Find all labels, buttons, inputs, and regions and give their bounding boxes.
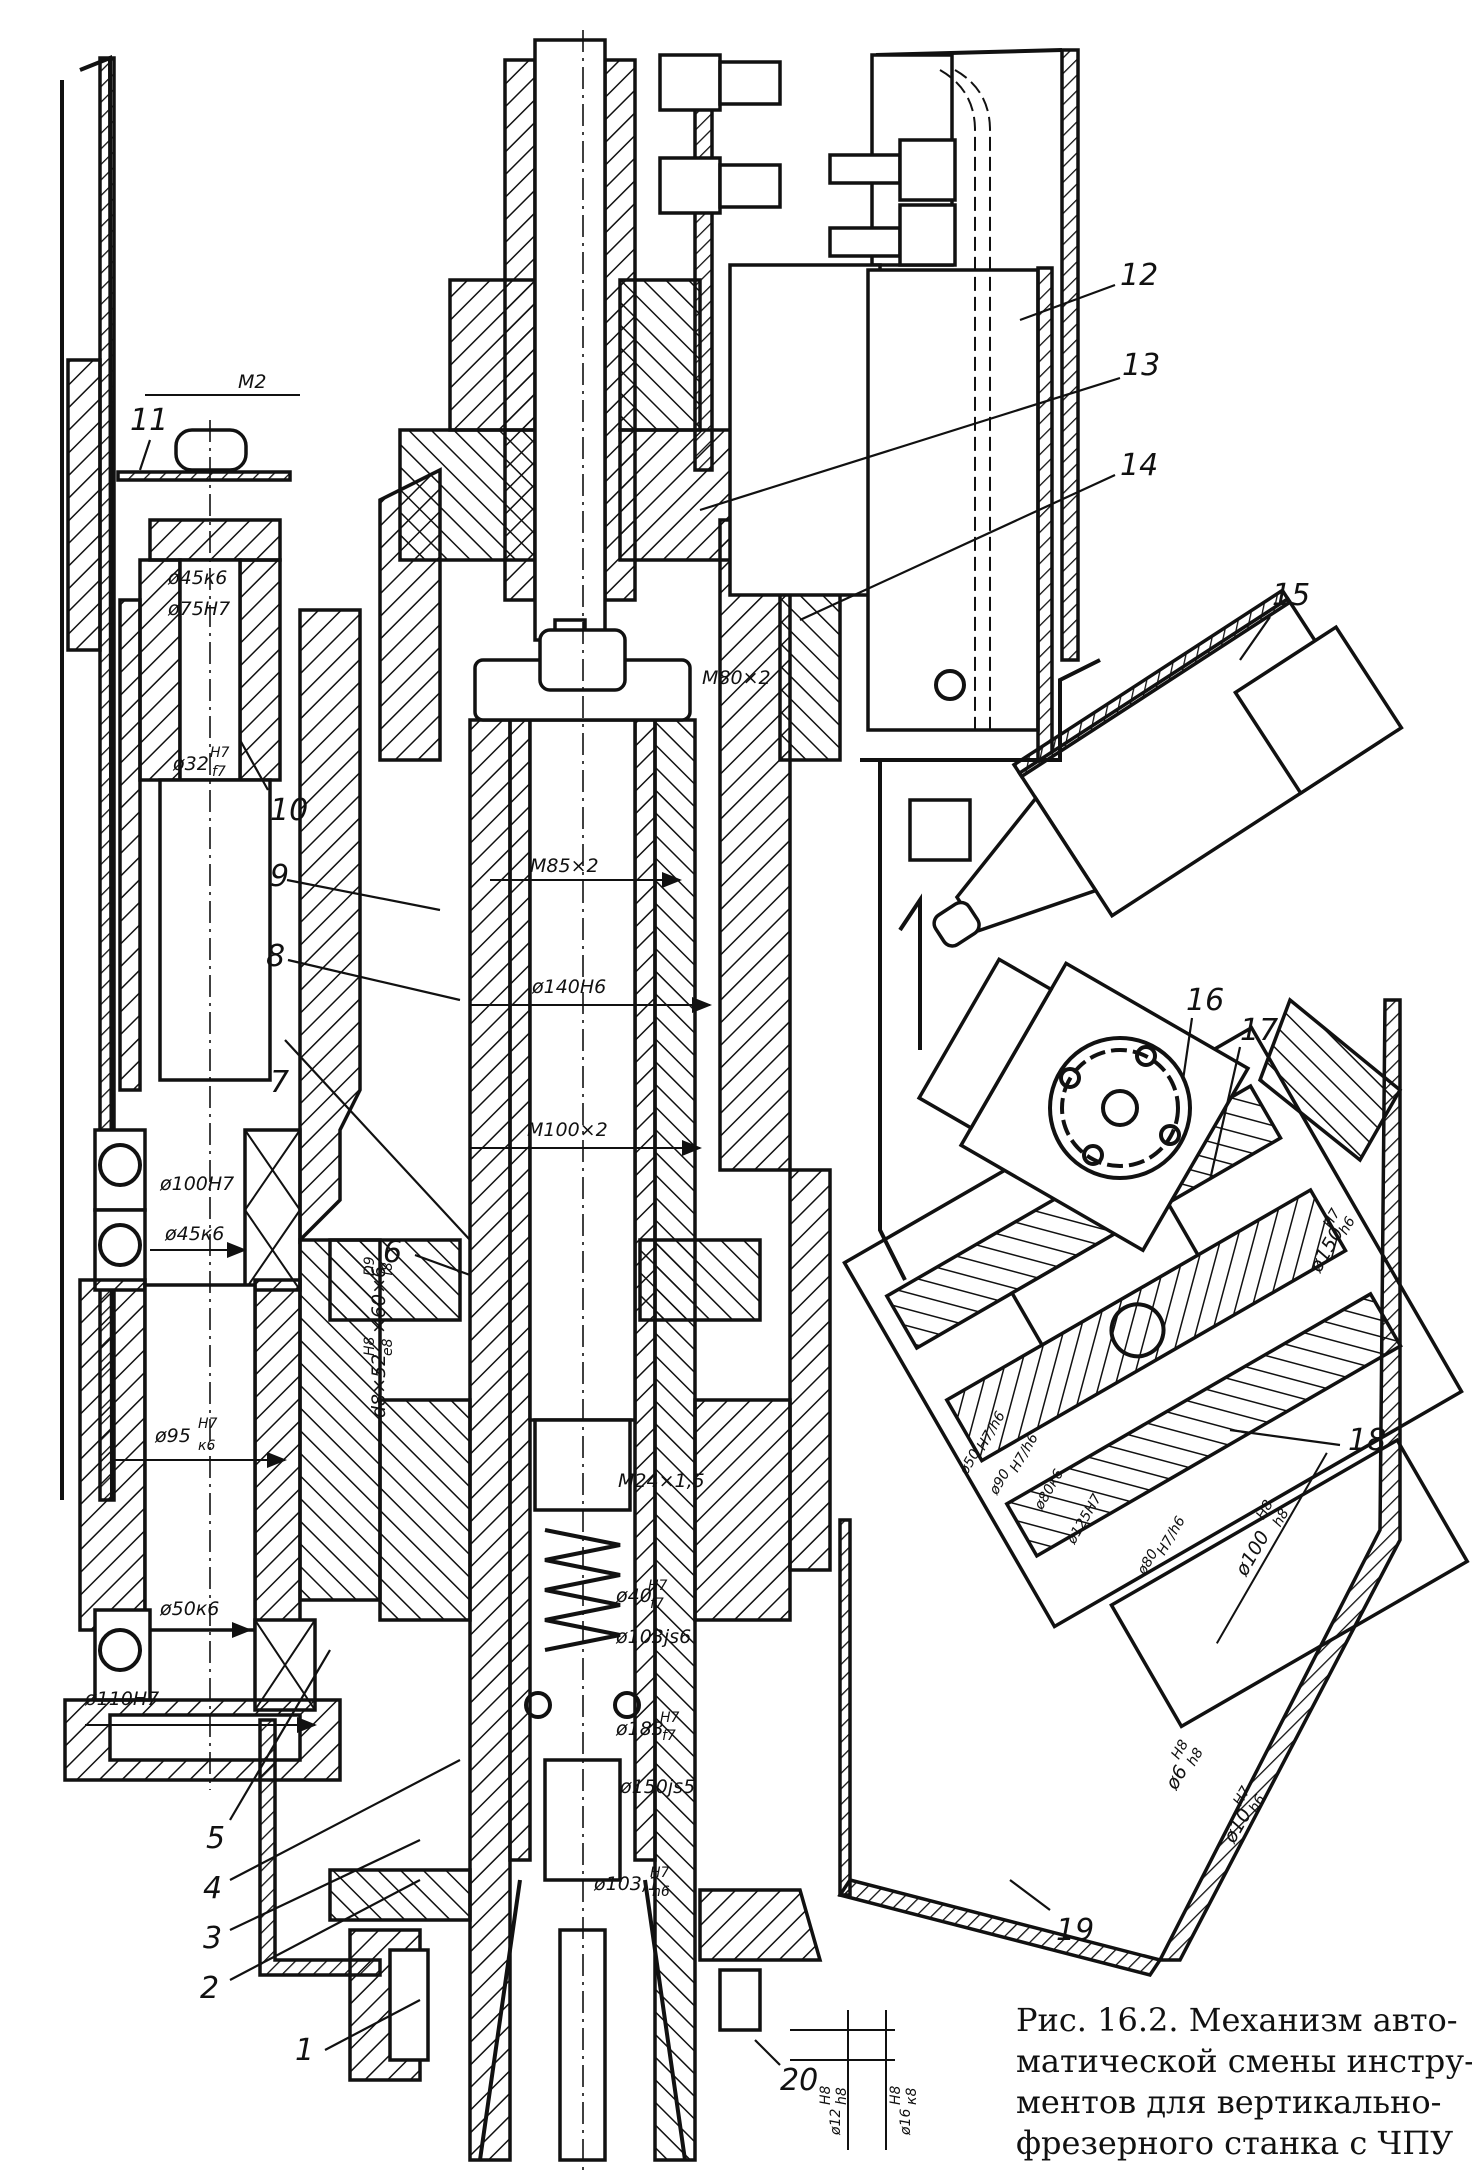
svg-text:f7: f7 <box>650 1596 664 1612</box>
motor-flange <box>1048 1036 1192 1180</box>
dim-m85x2: M85×2 <box>530 855 599 877</box>
dim-d183: ø183 H7 f7 <box>615 1710 680 1744</box>
svg-text:ø16: ø16 <box>898 2109 914 2136</box>
callout-11: 11 <box>130 403 168 438</box>
svg-text:ø103,1: ø103,1 <box>593 1873 660 1895</box>
svg-text:f7: f7 <box>662 1728 676 1744</box>
callout-13: 13 <box>1122 348 1160 383</box>
callout-19: 19 <box>1056 1913 1094 1948</box>
callout-17: 17 <box>1240 1013 1278 1048</box>
callout-18: 18 <box>1348 1423 1386 1458</box>
callout-7: 7 <box>270 1065 289 1100</box>
svg-text:D9: D9 <box>362 1256 378 1276</box>
dim-d95: ø95 H7 к6 <box>110 1416 287 1468</box>
tool-holder <box>932 588 1404 948</box>
caption-line-2: матической смены инстру- <box>1016 2042 1472 2080</box>
svg-text:h8: h8 <box>834 2087 850 2105</box>
callout-4: 4 <box>203 1871 222 1906</box>
dim-d12: ø12 H8 h8 <box>818 2085 850 2136</box>
svg-text:H8: H8 <box>818 2085 834 2105</box>
callout-16: 16 <box>1186 983 1224 1018</box>
svg-text:к6: к6 <box>198 1438 215 1454</box>
callout-6: 6 <box>383 1235 402 1270</box>
limit-switch-lower <box>658 156 782 215</box>
limit-switch-upper <box>658 53 782 112</box>
svg-text:f8: f8 <box>380 1262 396 1276</box>
tool-changer-arm <box>842 1025 1470 1729</box>
dim-d32: ø32 H7 f7 <box>172 745 230 780</box>
svg-text:H7: H7 <box>660 1710 680 1726</box>
svg-text:H7: H7 <box>210 745 230 761</box>
dimension-m2: M2 <box>145 371 300 396</box>
svg-text:h8: h8 <box>1184 1745 1207 1768</box>
callout-14: 14 <box>1120 448 1158 483</box>
dim-d100h7: ø100H7 <box>159 1173 234 1195</box>
dim-d50k6: ø50к6 <box>159 1598 219 1620</box>
bracket <box>860 658 1403 1281</box>
svg-text:×60×6: ×60×6 <box>368 1266 390 1334</box>
dim-d103js6: ø103js6 <box>615 1626 691 1648</box>
callout-20: 20 <box>780 2063 818 2098</box>
svg-text:H7: H7 <box>198 1416 218 1432</box>
dim-m100x2: M100×2 <box>527 1119 608 1141</box>
callout-9: 9 <box>270 859 289 894</box>
svg-text:d8×52: d8×52 <box>368 1354 390 1418</box>
dim-d40: ø40 H7 f7 <box>615 1578 668 1612</box>
figure-caption: Рис. 16.2. Механизм авто- матической сме… <box>1016 2000 1472 2164</box>
leader-lines <box>138 283 1341 2066</box>
motor-housing <box>728 48 1080 862</box>
bottom-flange <box>258 1718 823 2082</box>
svg-text:f7: f7 <box>212 764 226 780</box>
dim-d45k6-top: ø45к6 <box>167 567 227 589</box>
dim-d6: ø6 H8 h8 <box>1161 1737 1207 1794</box>
callout-10: 10 <box>270 793 308 828</box>
top-cylinder <box>398 38 782 672</box>
svg-text:ø32: ø32 <box>172 753 209 775</box>
callout-5: 5 <box>206 1821 225 1856</box>
dim-m24x15: M24×1,5 <box>618 1470 705 1492</box>
dim-d140h6: ø140H6 <box>531 976 606 998</box>
dim-m2: M2 <box>238 371 266 393</box>
left-shaft-assembly <box>63 420 342 1790</box>
callout-12: 12 <box>1120 258 1158 293</box>
caption-line-4: фрезерного станка с ЧПУ <box>1016 2124 1454 2162</box>
svg-text:h6: h6 <box>652 1884 670 1900</box>
svg-text:h6: h6 <box>1336 1214 1359 1237</box>
svg-text:ø183: ø183 <box>615 1718 664 1740</box>
arm-casing <box>837 998 1402 1978</box>
callout-1: 1 <box>295 2033 314 2068</box>
dim-m80x2: M80×2 <box>702 667 771 689</box>
caption-line-3: ментов для вертикально- <box>1016 2083 1442 2121</box>
svg-text:ø6: ø6 <box>1161 1762 1192 1794</box>
caption-line-1: Рис. 16.2. Механизм авто- <box>1016 2001 1458 2039</box>
svg-text:ø12: ø12 <box>828 2109 844 2136</box>
callout-8: 8 <box>266 939 285 974</box>
dim-d103-1: ø103,1 H7 h6 <box>593 1865 670 1900</box>
svg-text:ø95: ø95 <box>154 1425 191 1447</box>
svg-text:h6: h6 <box>1246 1792 1269 1815</box>
callout-15: 15 <box>1272 578 1310 613</box>
dim-d45k6: ø45к6 <box>164 1223 224 1245</box>
dim-spline: d8×52 H8 e8 ×60×6 D9 f8 <box>362 1256 396 1418</box>
svg-text:H7: H7 <box>648 1578 668 1594</box>
dim-d110h7: ø110H7 <box>84 1688 159 1710</box>
svg-text:к8: к8 <box>904 2088 920 2105</box>
dim-d150js5: ø150js5 <box>619 1776 695 1798</box>
svg-text:ø40: ø40 <box>615 1585 652 1607</box>
dim-d16: ø16 H8 к8 <box>888 2085 920 2136</box>
svg-text:h8: h8 <box>1270 1506 1293 1529</box>
svg-text:H7: H7 <box>650 1865 670 1881</box>
callout-2: 2 <box>200 1971 219 2006</box>
callout-3: 3 <box>203 1921 222 1956</box>
svg-text:e8: e8 <box>380 1338 396 1356</box>
svg-text:H8: H8 <box>888 2085 904 2105</box>
dim-d75h7: ø75H7 <box>167 598 230 620</box>
svg-text:H8: H8 <box>362 1336 378 1356</box>
